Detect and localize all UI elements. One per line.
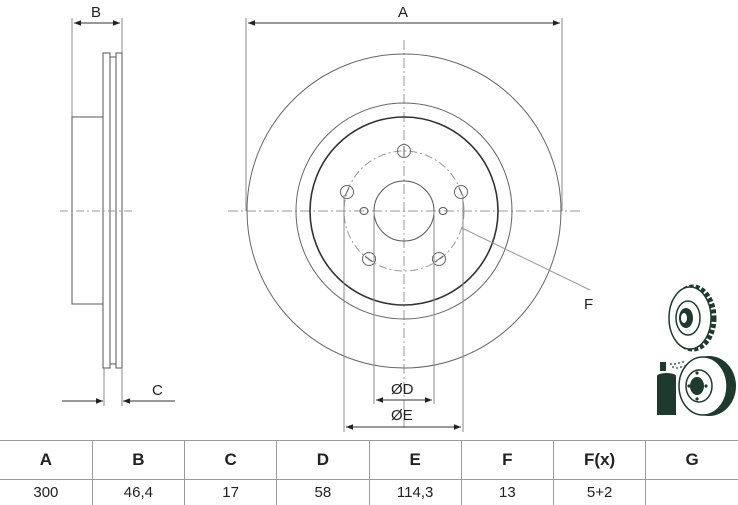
value-e: 114,3 [369, 480, 461, 505]
value-d: 58 [277, 480, 369, 505]
header-a: A [0, 441, 92, 480]
header-d: D [277, 441, 369, 480]
header-e: E [369, 441, 461, 480]
spec-table-value-row: 300 46,4 17 58 114,3 13 5+2 [0, 480, 738, 505]
spec-table: A B C D E F F(x) G 300 46,4 17 58 114,3 … [0, 440, 738, 505]
header-c: C [185, 441, 277, 480]
value-g [646, 480, 738, 505]
value-fx: 5+2 [554, 480, 646, 505]
coated-disc-spray-icon [657, 356, 736, 416]
value-a: 300 [0, 480, 92, 505]
dimension-label-d: ØD [391, 381, 414, 398]
dimension-label-c: C [152, 382, 163, 399]
vented-disc-icon [669, 287, 714, 349]
header-g: G [646, 441, 738, 480]
value-c: 17 [185, 480, 277, 505]
dimension-label-f: F [584, 296, 593, 313]
header-b: B [92, 441, 184, 480]
header-fx: F(x) [554, 441, 646, 480]
front-view [228, 18, 590, 432]
brake-disc-drawing: B C [0, 0, 738, 440]
dimension-label-e: ØE [391, 407, 413, 424]
value-f: 13 [461, 480, 553, 505]
header-f: F [461, 441, 553, 480]
spec-table-header-row: A B C D E F F(x) G [0, 441, 738, 480]
side-view [60, 18, 175, 406]
dimension-label-b: B [91, 4, 101, 21]
value-b: 46,4 [92, 480, 184, 505]
dimension-label-a: A [398, 4, 408, 21]
